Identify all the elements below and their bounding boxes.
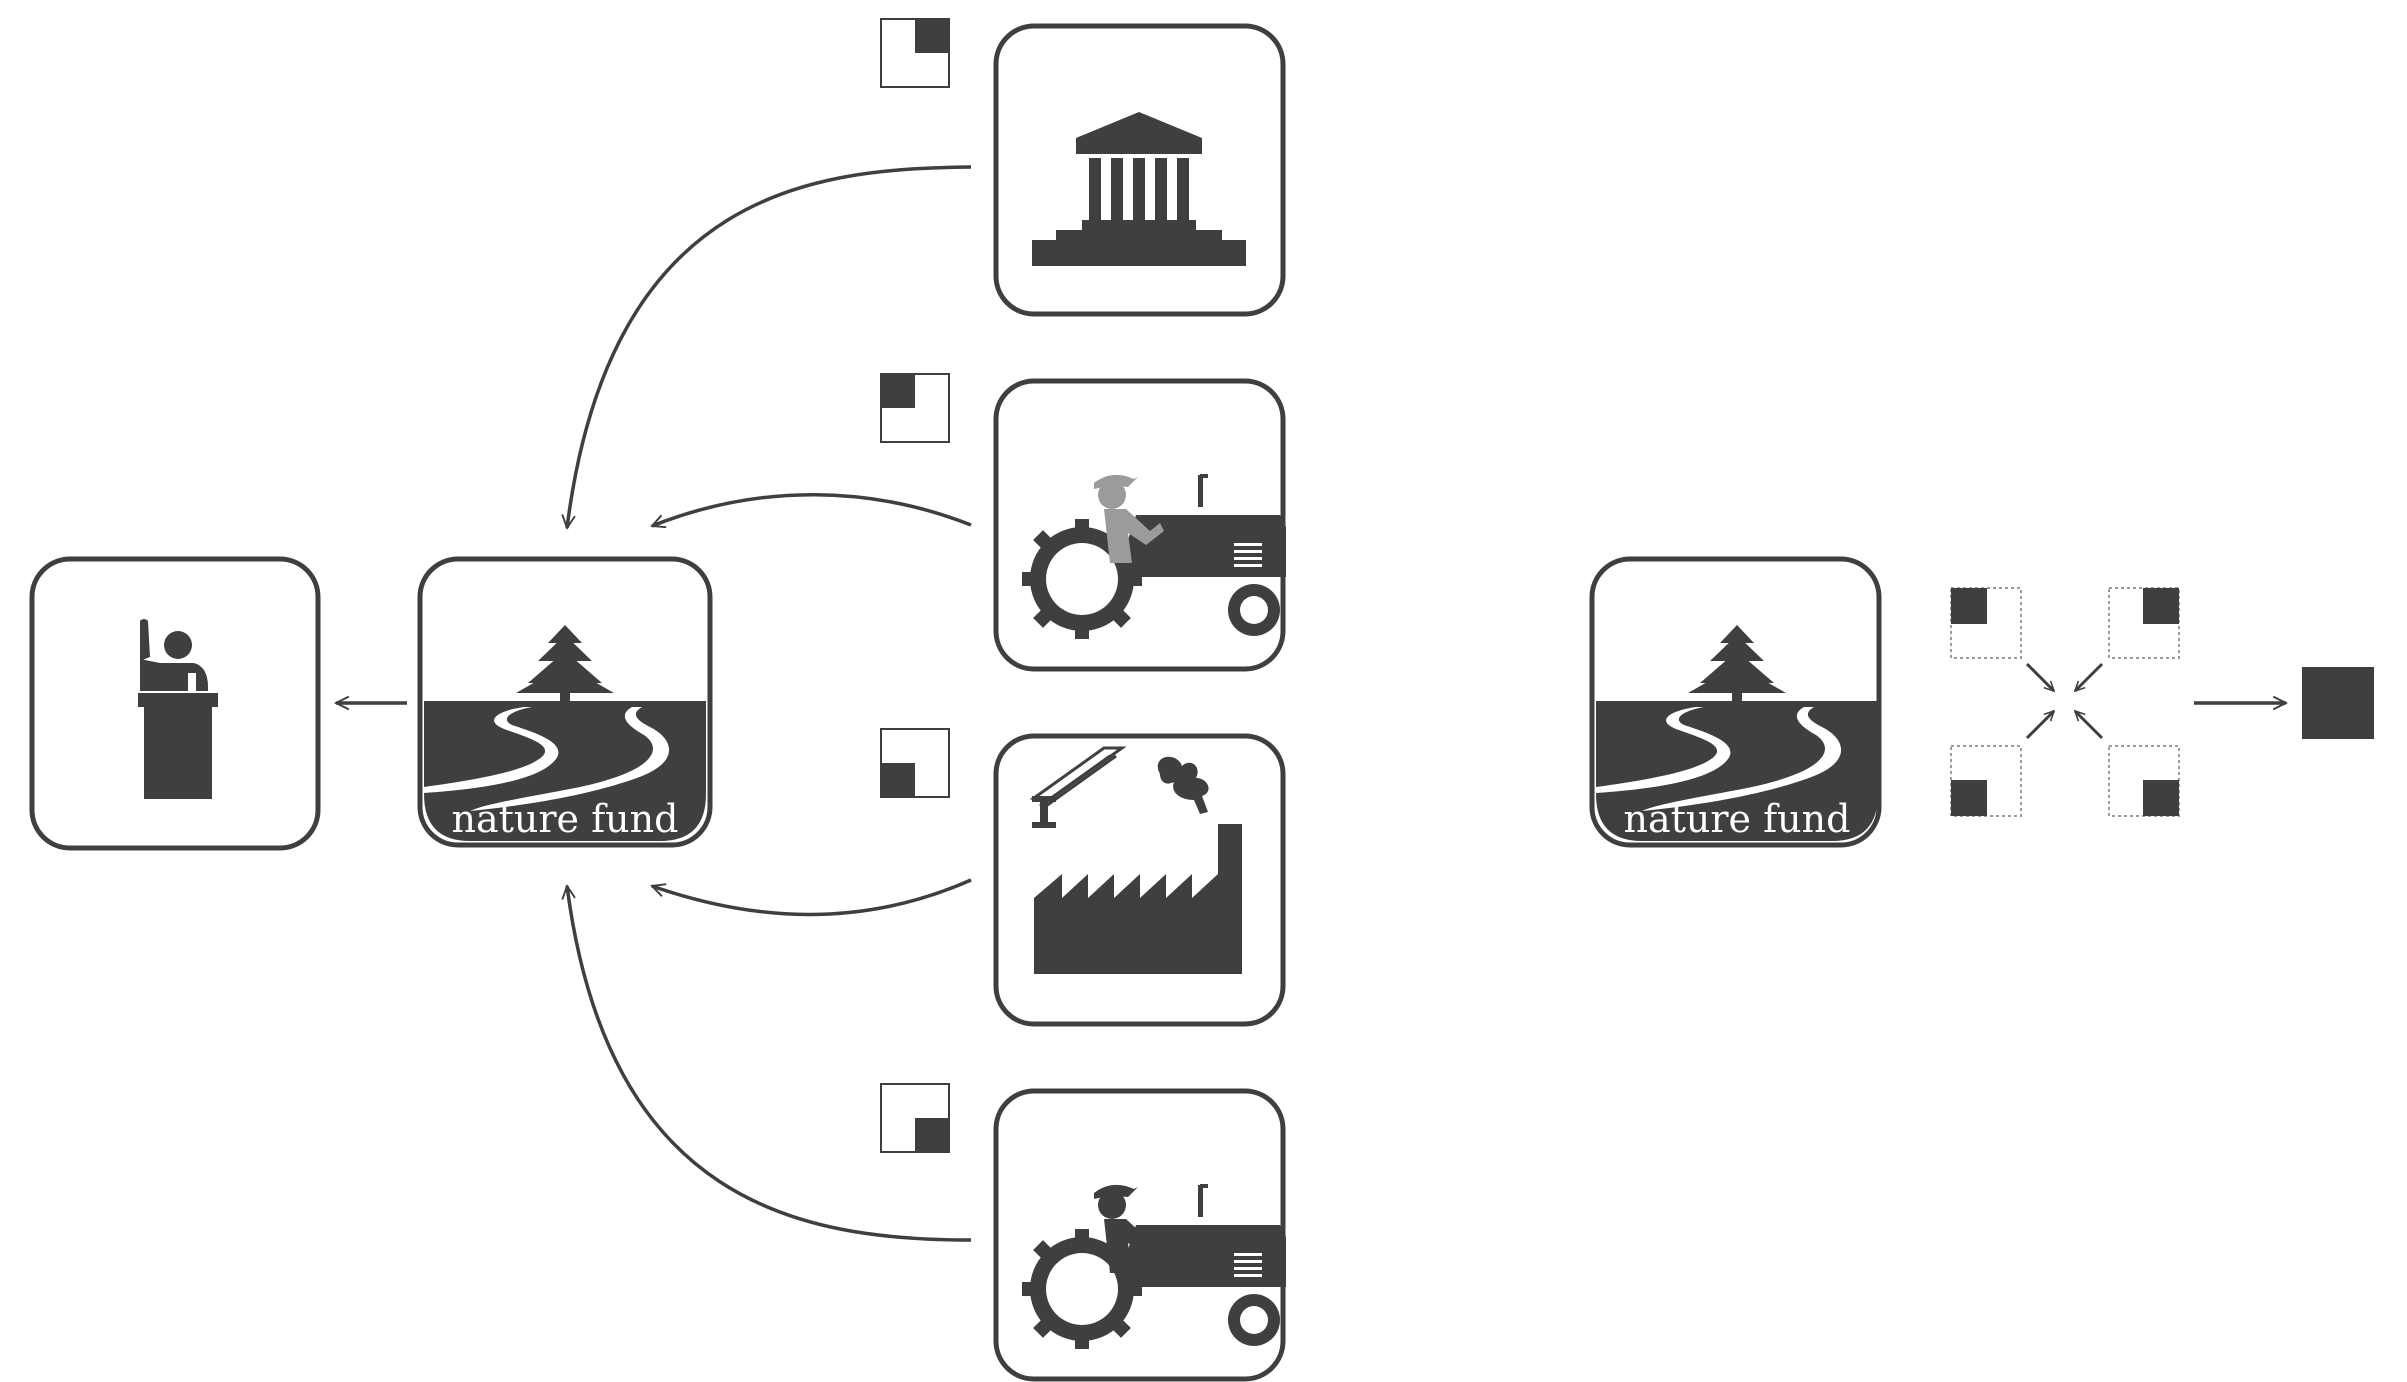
edge-farmer2-to-fund	[567, 886, 972, 1242]
nature-fund-label: nature fund	[452, 797, 679, 841]
legend-piece-bottom-right	[2108, 745, 2180, 817]
legend-piece-bottom-left	[1950, 745, 2022, 817]
quarter-top-right-icon	[880, 18, 950, 88]
factory-industry-icon	[1029, 746, 1242, 974]
legend-nature-fund-label: nature fund	[1624, 797, 1851, 841]
edge-industry-to-fund	[652, 878, 972, 917]
legend-piece-top-right	[2108, 587, 2180, 659]
legend-nature-fund-node: nature fund	[1589, 556, 1882, 848]
legend-pieces	[1950, 587, 2180, 817]
edge-government-to-fund	[567, 165, 972, 528]
politician-node	[29, 556, 321, 851]
nature-fund-node: nature fund	[417, 556, 713, 848]
government-building-icon	[1032, 112, 1246, 266]
merge-arrows-icon	[2025, 662, 2104, 740]
quarter-top-left-icon	[880, 373, 950, 443]
edge-farmer-to-fund	[652, 493, 972, 526]
quarter-bottom-right-icon	[880, 1083, 950, 1153]
full-square-icon	[2302, 667, 2374, 739]
politician-podium-icon	[138, 619, 218, 799]
source-farmer-faded-node	[993, 378, 1288, 672]
quarter-bottom-left-icon	[880, 728, 950, 798]
source-industry-node	[993, 733, 1286, 1027]
source-farmer-node	[993, 1088, 1288, 1382]
legend-piece-top-left	[1950, 587, 2022, 659]
source-government-node	[993, 23, 1286, 317]
